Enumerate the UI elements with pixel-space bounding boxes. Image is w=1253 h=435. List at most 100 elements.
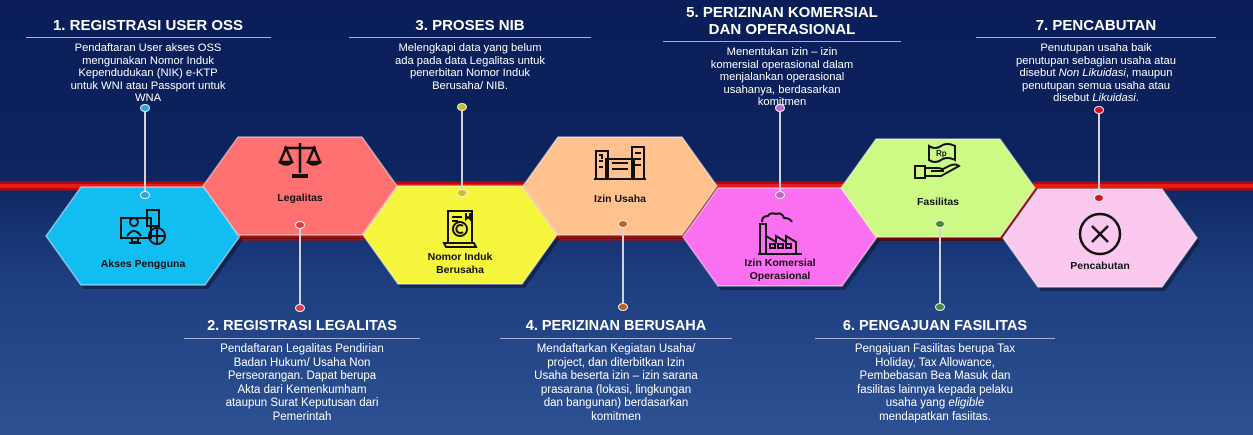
text-segment: prasarana (lokasi, lingkungan [540,383,692,396]
description-line: Kependudukan (NIK) e-KTP [26,67,271,80]
hex-7[interactable] [1002,188,1198,288]
text-segment: penutupan semua usaha atau [1021,79,1171,92]
description-line: Menentukan izin – izin [663,46,901,59]
pin-dot [1094,106,1104,114]
step-6-block: 6. PENGAJUAN FASILITAS Pengajuan Fasilita… [815,318,1055,425]
description-line: menjalankan operasional [663,71,901,84]
description-line: Berusaha/ NIB. [349,80,591,93]
money-hand-icon: Rp [913,142,963,187]
description-line: untuk WNI atau Passport untuk [26,80,271,93]
description-line: Perseorangan. Dapat berupa [184,370,420,384]
description-line: penerbitan Nomor Induk [349,67,591,80]
hex-label: Legalitas [277,192,323,204]
step-title: 6. PENGAJUAN FASILITAS [842,318,1028,334]
step-title: 3. PROSES NIB [415,17,525,34]
description-line: Penutupan usaha baik [976,42,1216,55]
hex-label: Izin Komersial Operasional [744,257,816,282]
description-line: Badan Hukum/ Usaha Non [184,357,420,371]
divider [663,41,901,42]
text-segment: komitmen [591,410,641,423]
divider [184,338,420,339]
text-segment: penerbitan Nomor Induk [409,67,531,80]
description-line: ada pada data Legalitas untuk [349,55,591,68]
description-line: Pengajuan Fasilitas berupa Tax [815,343,1055,357]
certificate-icon [442,209,478,254]
pin-dot [457,189,467,197]
description-line: project, dan diterbitkan Izin [500,357,732,371]
hex-4[interactable] [522,136,718,236]
divider [349,37,591,38]
description-line: prasarana (lokasi, lingkungan [500,384,732,398]
pin-dot [618,220,628,228]
buildings-icon [592,143,648,186]
text-segment: dan bangunan) berdasarkan [543,397,689,410]
text-segment: usaha yang [885,397,949,410]
pin-dot [457,103,467,111]
hex-2[interactable] [202,136,398,236]
step-title: 7. PENCABUTAN [1035,17,1157,34]
text-segment: untuk WNI atau Passport untuk [70,79,226,92]
description-line: disebut Likuidasi. [976,92,1216,105]
pin-line [1098,110,1100,198]
pin-dot [935,220,945,228]
hex-label: Pencabutan [1070,260,1130,272]
text-segment: ada pada data Legalitas untuk [395,54,545,67]
text-segment: Melengkapi data yang belum [398,42,542,54]
description-line: komersial operasional dalam [663,59,901,72]
hex-label: Nomor Induk Berusaha [427,251,493,276]
description-line: Pemerintah [184,411,420,425]
pin-dot [618,303,628,311]
description-line: Pendaftaran User akses OSS [26,42,271,55]
text-segment: . [1135,92,1139,105]
divider [25,37,271,38]
pin-line [779,108,781,195]
pin-line [939,224,941,307]
step-title: 5. PERIZINAN KOMERSIAL [686,4,878,21]
divider [976,37,1216,38]
text-segment: komitmen [757,96,807,109]
text-segment: Badan Hukum/ Usaha Non [233,356,371,369]
description-line: usahanya, berdasarkan [663,84,901,97]
description-line: mengunakan Nomor Induk [26,55,271,68]
hex-6[interactable] [840,138,1036,238]
pin-dot [775,191,785,199]
italic-term: Non Likuidasi [1058,67,1126,80]
text-segment: Pembebasan Bea Masuk dan [859,370,1011,383]
text-segment: komersial operasional dalam [710,58,854,71]
text-segment: Usaha beserta izin – izin sarana [534,370,698,383]
description-line: Pembebasan Bea Masuk dan [815,370,1055,384]
text-segment: , maupun [1125,67,1173,80]
text-segment: Holiday, Tax Allowance, [875,356,995,369]
description-line: Melengkapi data yang belum [349,42,591,55]
italic-term: eligible [948,397,985,410]
circle-x-icon [1077,211,1123,262]
hex-label: Fasilitas [916,196,960,208]
pin-dot [1094,194,1104,202]
text-segment: Pendaftaran User akses OSS [74,42,222,54]
description-line: usaha yang eligible [815,397,1055,411]
text-segment: menjalankan operasional [719,71,845,84]
text-segment: mengunakan Nomor Induk [82,54,214,67]
text-segment: Akta dari Kemenkumham [237,383,367,396]
pin-dot [295,221,305,229]
description-line: Mendaftarkan Kegiatan Usaha/ [500,343,732,357]
description-line: WNA [26,92,271,105]
step-title: 1. REGISTRASI USER OSS [52,17,244,34]
step-title-line2: DAN OPERASIONAL [708,21,856,38]
text-segment: ataupun Surat Keputusan dari [225,397,379,410]
step-1-block: 1. REGISTRASI USER OSS Pendaftaran User a… [25,17,271,105]
scales-icon [278,140,322,185]
description-line: Akta dari Kemenkumham [184,384,420,398]
hex-label: Izin Usaha [594,193,646,205]
text-segment: disebut [1053,92,1093,105]
text-segment: WNA [134,92,162,105]
description-line: penutupan sebagian usaha atau [976,55,1216,68]
